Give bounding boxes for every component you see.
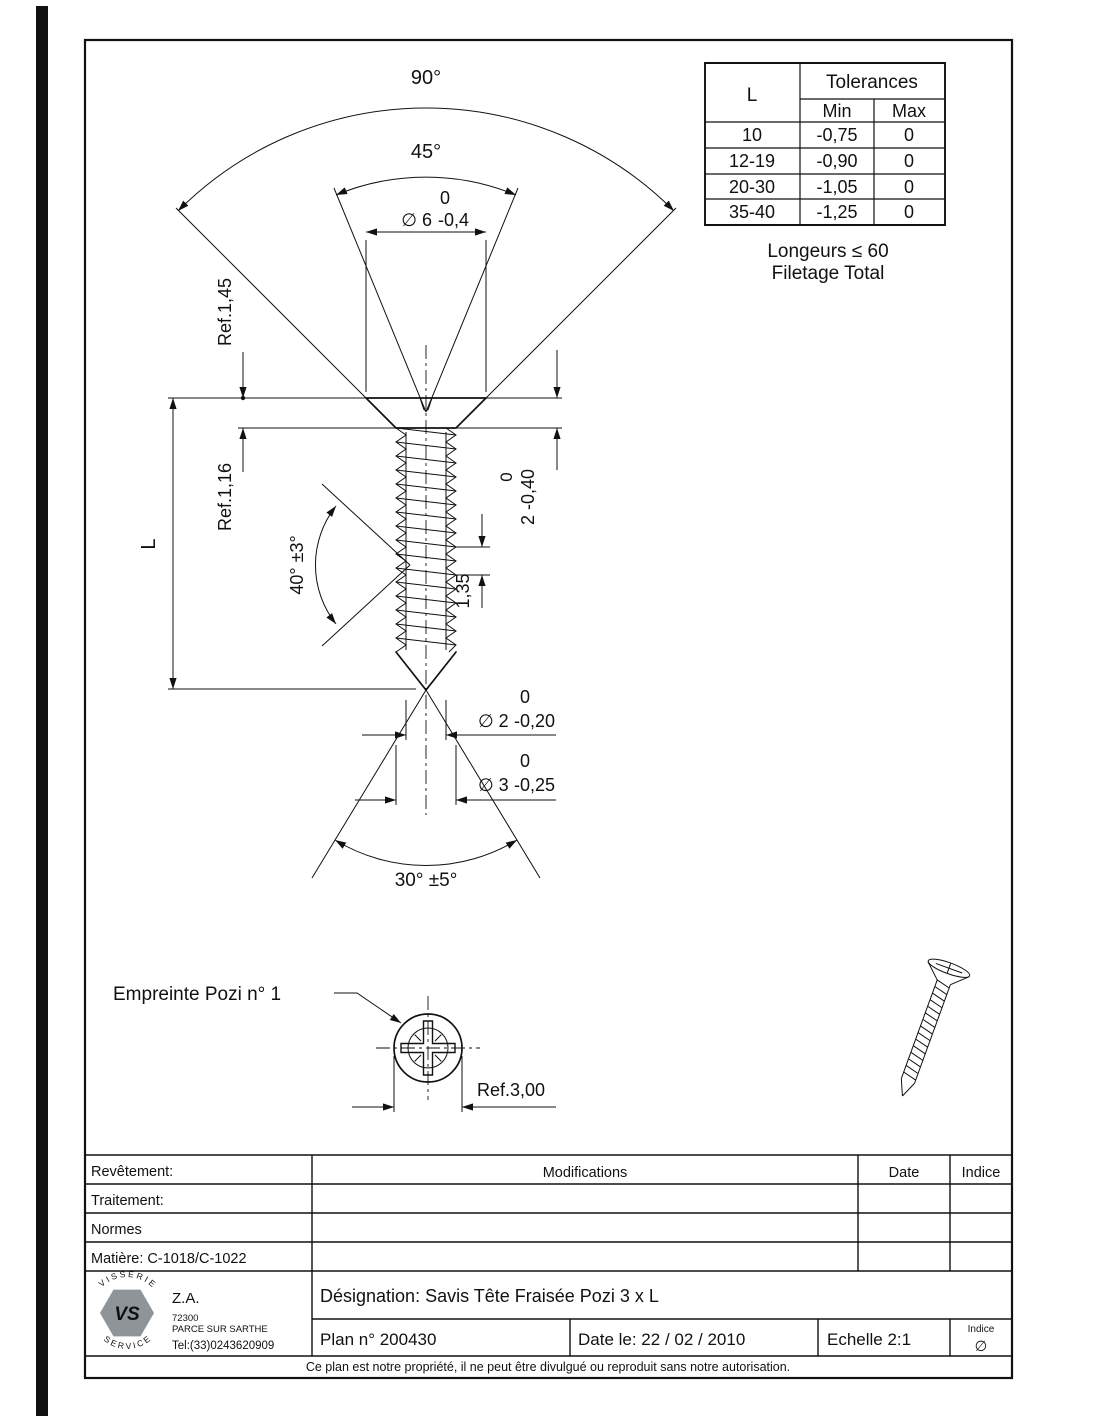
- screw-3d-view: [900, 958, 971, 1097]
- date-value: Date le: 22 / 02 / 2010: [578, 1330, 745, 1349]
- cell-max: 0: [904, 177, 914, 197]
- label-revetement: Revêtement:: [91, 1164, 173, 1180]
- logo-ring-top: V I S S E R I E: [97, 1269, 158, 1289]
- plan-number: Plan n° 200430: [320, 1330, 436, 1349]
- col-header-max: Max: [892, 101, 926, 121]
- dim-d3-nominal: ∅ 3: [478, 775, 509, 795]
- pozi-cross-recess: [400, 1020, 456, 1076]
- cell-l: 12-19: [729, 151, 775, 171]
- dim-d6-upper-tol: 0: [440, 188, 450, 208]
- scale-value: Echelle 2:1: [827, 1330, 911, 1349]
- table-row: 12-19 -0,90 0: [729, 151, 914, 171]
- leader-line: [334, 992, 402, 1024]
- dimension-arrowheads: [169, 187, 674, 1111]
- logo-monogram: VS: [114, 1304, 140, 1325]
- cell-l: 20-30: [729, 177, 775, 197]
- company-logo: VS V I S S E R I E S E R V I C E: [97, 1269, 158, 1351]
- drawing-frame: [83, 38, 1014, 1380]
- head-outline-circle: [393, 1013, 463, 1083]
- cell-min: -0,75: [816, 125, 857, 145]
- cell-min: -1,25: [816, 202, 857, 222]
- dim-length-l: L: [138, 538, 160, 549]
- cell-l: 35-40: [729, 202, 775, 222]
- table-title: Tolerances: [826, 72, 918, 93]
- recess-circle: [407, 1027, 449, 1069]
- logo-hexagon-icon: [100, 1289, 154, 1337]
- company-city: PARCE SUR SARTHE: [172, 1324, 268, 1335]
- screw-front-view: [311, 345, 541, 879]
- dim-point-angle: 30° ±5°: [395, 870, 458, 891]
- cell-l: 10: [742, 125, 762, 145]
- table-row: 35-40 -1,25 0: [729, 202, 914, 222]
- label-matiere: Matière: C-1018/C-1022: [91, 1251, 247, 1267]
- label-normes: Normes: [91, 1222, 142, 1238]
- dim-2len-nominal: 2 -0,40: [518, 469, 538, 525]
- pozi-end-view: Empreinte Pozi n° 1 Ref.3,00: [113, 984, 556, 1112]
- head-top: [927, 958, 971, 978]
- col-header-min: Min: [822, 101, 851, 121]
- dim-d3-upper-tol: 0: [520, 751, 530, 771]
- dim-ref-cone-depth: Ref.1,16: [215, 463, 235, 531]
- dim-d3-lower-tol: -0,25: [514, 775, 555, 795]
- header-indice: Indice: [962, 1165, 1001, 1181]
- dim-d6-lower-tol: -0,4: [438, 210, 469, 230]
- dim-d6-nominal: ∅ 6: [401, 210, 432, 230]
- title-block: Revêtement: Traitement: Normes Matière: …: [85, 1154, 1012, 1374]
- header-modifications: Modifications: [543, 1165, 628, 1181]
- thread-lines: [903, 979, 950, 1081]
- cell-max: 0: [904, 151, 914, 171]
- dim-2len-upper-tol: 0: [497, 472, 516, 481]
- dim-d2-lower-tol: -0,20: [514, 711, 555, 731]
- dim-angle-45: 45°: [411, 141, 441, 163]
- designation: Désignation: Savis Tête Fraisée Pozi 3 x…: [320, 1286, 659, 1306]
- centerlines: [376, 996, 480, 1100]
- cell-max: 0: [904, 202, 914, 222]
- dim-ref-head-height: Ref.1,45: [215, 278, 235, 346]
- col-header-l: L: [747, 85, 758, 106]
- company-tel: Tel:(33)0243620909: [172, 1340, 274, 1352]
- dimensions: 90° 45° ∅ 6 -0,4 0 Ref.1,45 Ref.1,16 L 4…: [138, 67, 677, 1111]
- company-cp: 72300: [172, 1313, 198, 1324]
- point-construction-lines: [311, 689, 541, 879]
- dim-ref-recess: Ref.3,00: [477, 1080, 545, 1100]
- binding-strip: [36, 6, 48, 1416]
- dim-angle-90: 90°: [411, 67, 441, 89]
- indice-value: ∅: [975, 1339, 988, 1355]
- thread-crests: [395, 427, 457, 646]
- tolerance-table: L Tolerances Min Max 10 -0,75 0 12-19 -0…: [704, 62, 946, 284]
- table-row: 20-30 -1,05 0: [729, 177, 914, 197]
- cell-min: -0,90: [816, 151, 857, 171]
- table-row: 10 -0,75 0: [742, 125, 914, 145]
- dim-d2-upper-tol: 0: [520, 687, 530, 707]
- cell-min: -1,05: [816, 177, 857, 197]
- pozi-callout-label: Empreinte Pozi n° 1: [113, 984, 281, 1005]
- thread-core: [405, 432, 447, 650]
- table-note-2: Filetage Total: [772, 263, 885, 284]
- table-note-1: Longeurs ≤ 60: [767, 241, 888, 262]
- pozi-tick-marks: [414, 1034, 442, 1062]
- company-za: Z.A.: [172, 1290, 200, 1307]
- dim-pitch: 1,35: [453, 573, 473, 608]
- dim-d2-nominal: ∅ 2: [478, 711, 509, 731]
- label-traitement: Traitement:: [91, 1193, 164, 1209]
- cell-max: 0: [904, 125, 914, 145]
- footer-notice: Ce plan est notre propriété, il ne peut …: [306, 1360, 790, 1374]
- header-date: Date: [889, 1165, 920, 1181]
- indice-label: Indice: [968, 1324, 995, 1335]
- dim-thread-angle: 40° ±3°: [287, 535, 307, 594]
